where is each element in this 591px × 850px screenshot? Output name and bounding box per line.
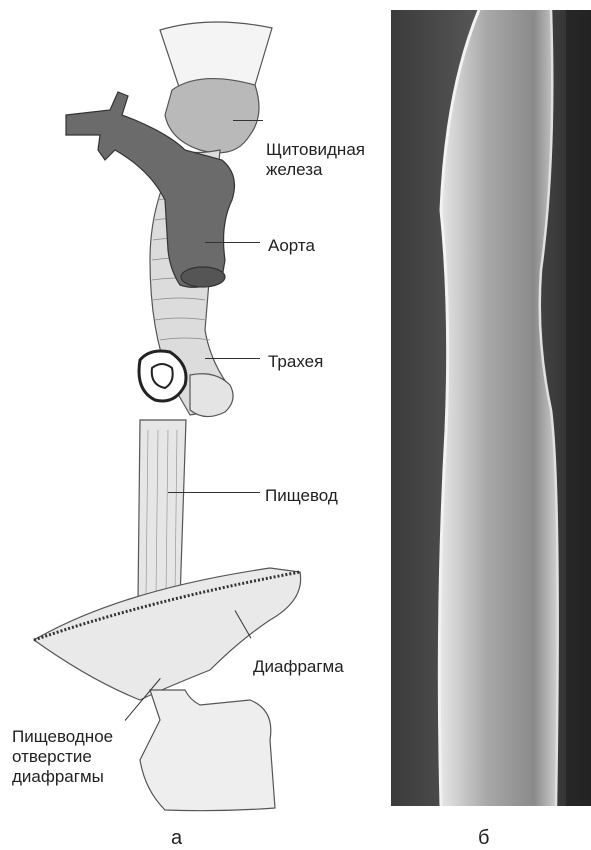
esophagus-shape <box>138 420 186 600</box>
label-diaphragm: Диафрагма <box>253 657 344 677</box>
thyroid-leader <box>233 120 263 121</box>
trachea-leader <box>205 358 260 359</box>
stomach-shape <box>140 690 275 811</box>
panel-label-b: б <box>478 827 489 850</box>
label-aorta: Аорта <box>268 236 315 256</box>
label-hiatus: Пищеводное отверстие диафрагмы <box>12 727 113 787</box>
xray-image <box>391 10 591 806</box>
anatomy-illustration <box>0 0 390 848</box>
label-thyroid: Щитовидная железа <box>266 140 365 180</box>
esophagus-contrast-shape <box>439 10 557 806</box>
bronchus-cut-shape <box>139 351 186 401</box>
aorta-leader <box>205 242 260 243</box>
thyroid-gland-shape <box>165 79 259 153</box>
label-esophagus: Пищевод <box>265 486 338 506</box>
esophagus-leader <box>168 492 260 493</box>
diaphragm-shape <box>34 568 301 700</box>
panel-label-a: а <box>171 827 182 850</box>
label-trachea: Трахея <box>268 352 323 372</box>
